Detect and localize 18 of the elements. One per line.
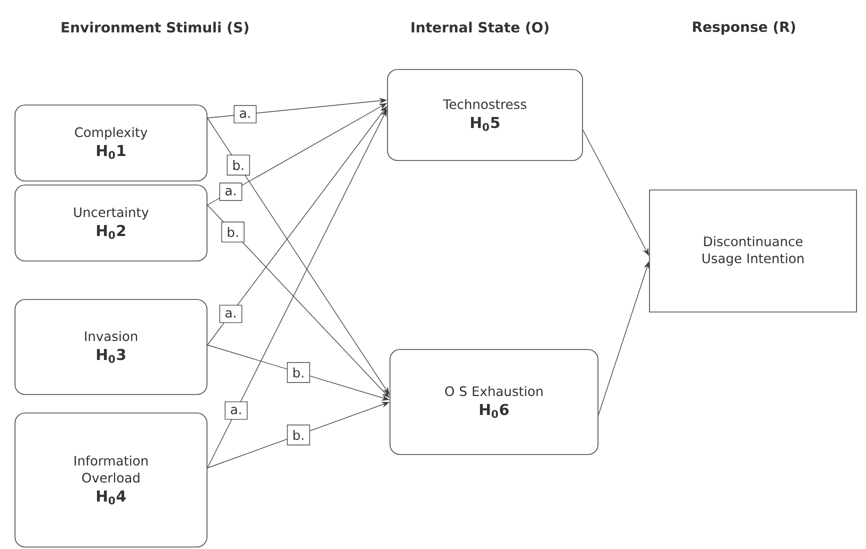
factor-box: Technostress H$_{0}$5: [387, 69, 583, 161]
edge-label: b.: [221, 222, 244, 242]
edge-label: a.: [219, 304, 242, 324]
edge-label: a.: [224, 401, 248, 420]
outcome-box: Discontinuance Usage Intention: [649, 190, 857, 312]
factor-box: Uncertainty H$_{0}$2: [14, 184, 208, 262]
factor-box: Complexity H$_{0}$1: [14, 104, 208, 182]
column-heading: Internal State (O): [412, 22, 548, 34]
factor-box: Information Overload H$_{0}$4: [14, 412, 208, 548]
edge-label: b.: [286, 362, 310, 383]
edge-label: a.: [219, 182, 242, 201]
factor-box: Invasion H$_{0}$3: [14, 299, 208, 395]
edge-label: b.: [286, 424, 310, 446]
edge-label: a.: [234, 105, 257, 124]
factor-box: O S Exhaustion H$_{0}$6: [390, 349, 598, 455]
column-heading: Response (R): [693, 21, 796, 35]
edge-label: b.: [226, 154, 250, 176]
column-heading: Environment Stimuli (S): [62, 22, 248, 34]
